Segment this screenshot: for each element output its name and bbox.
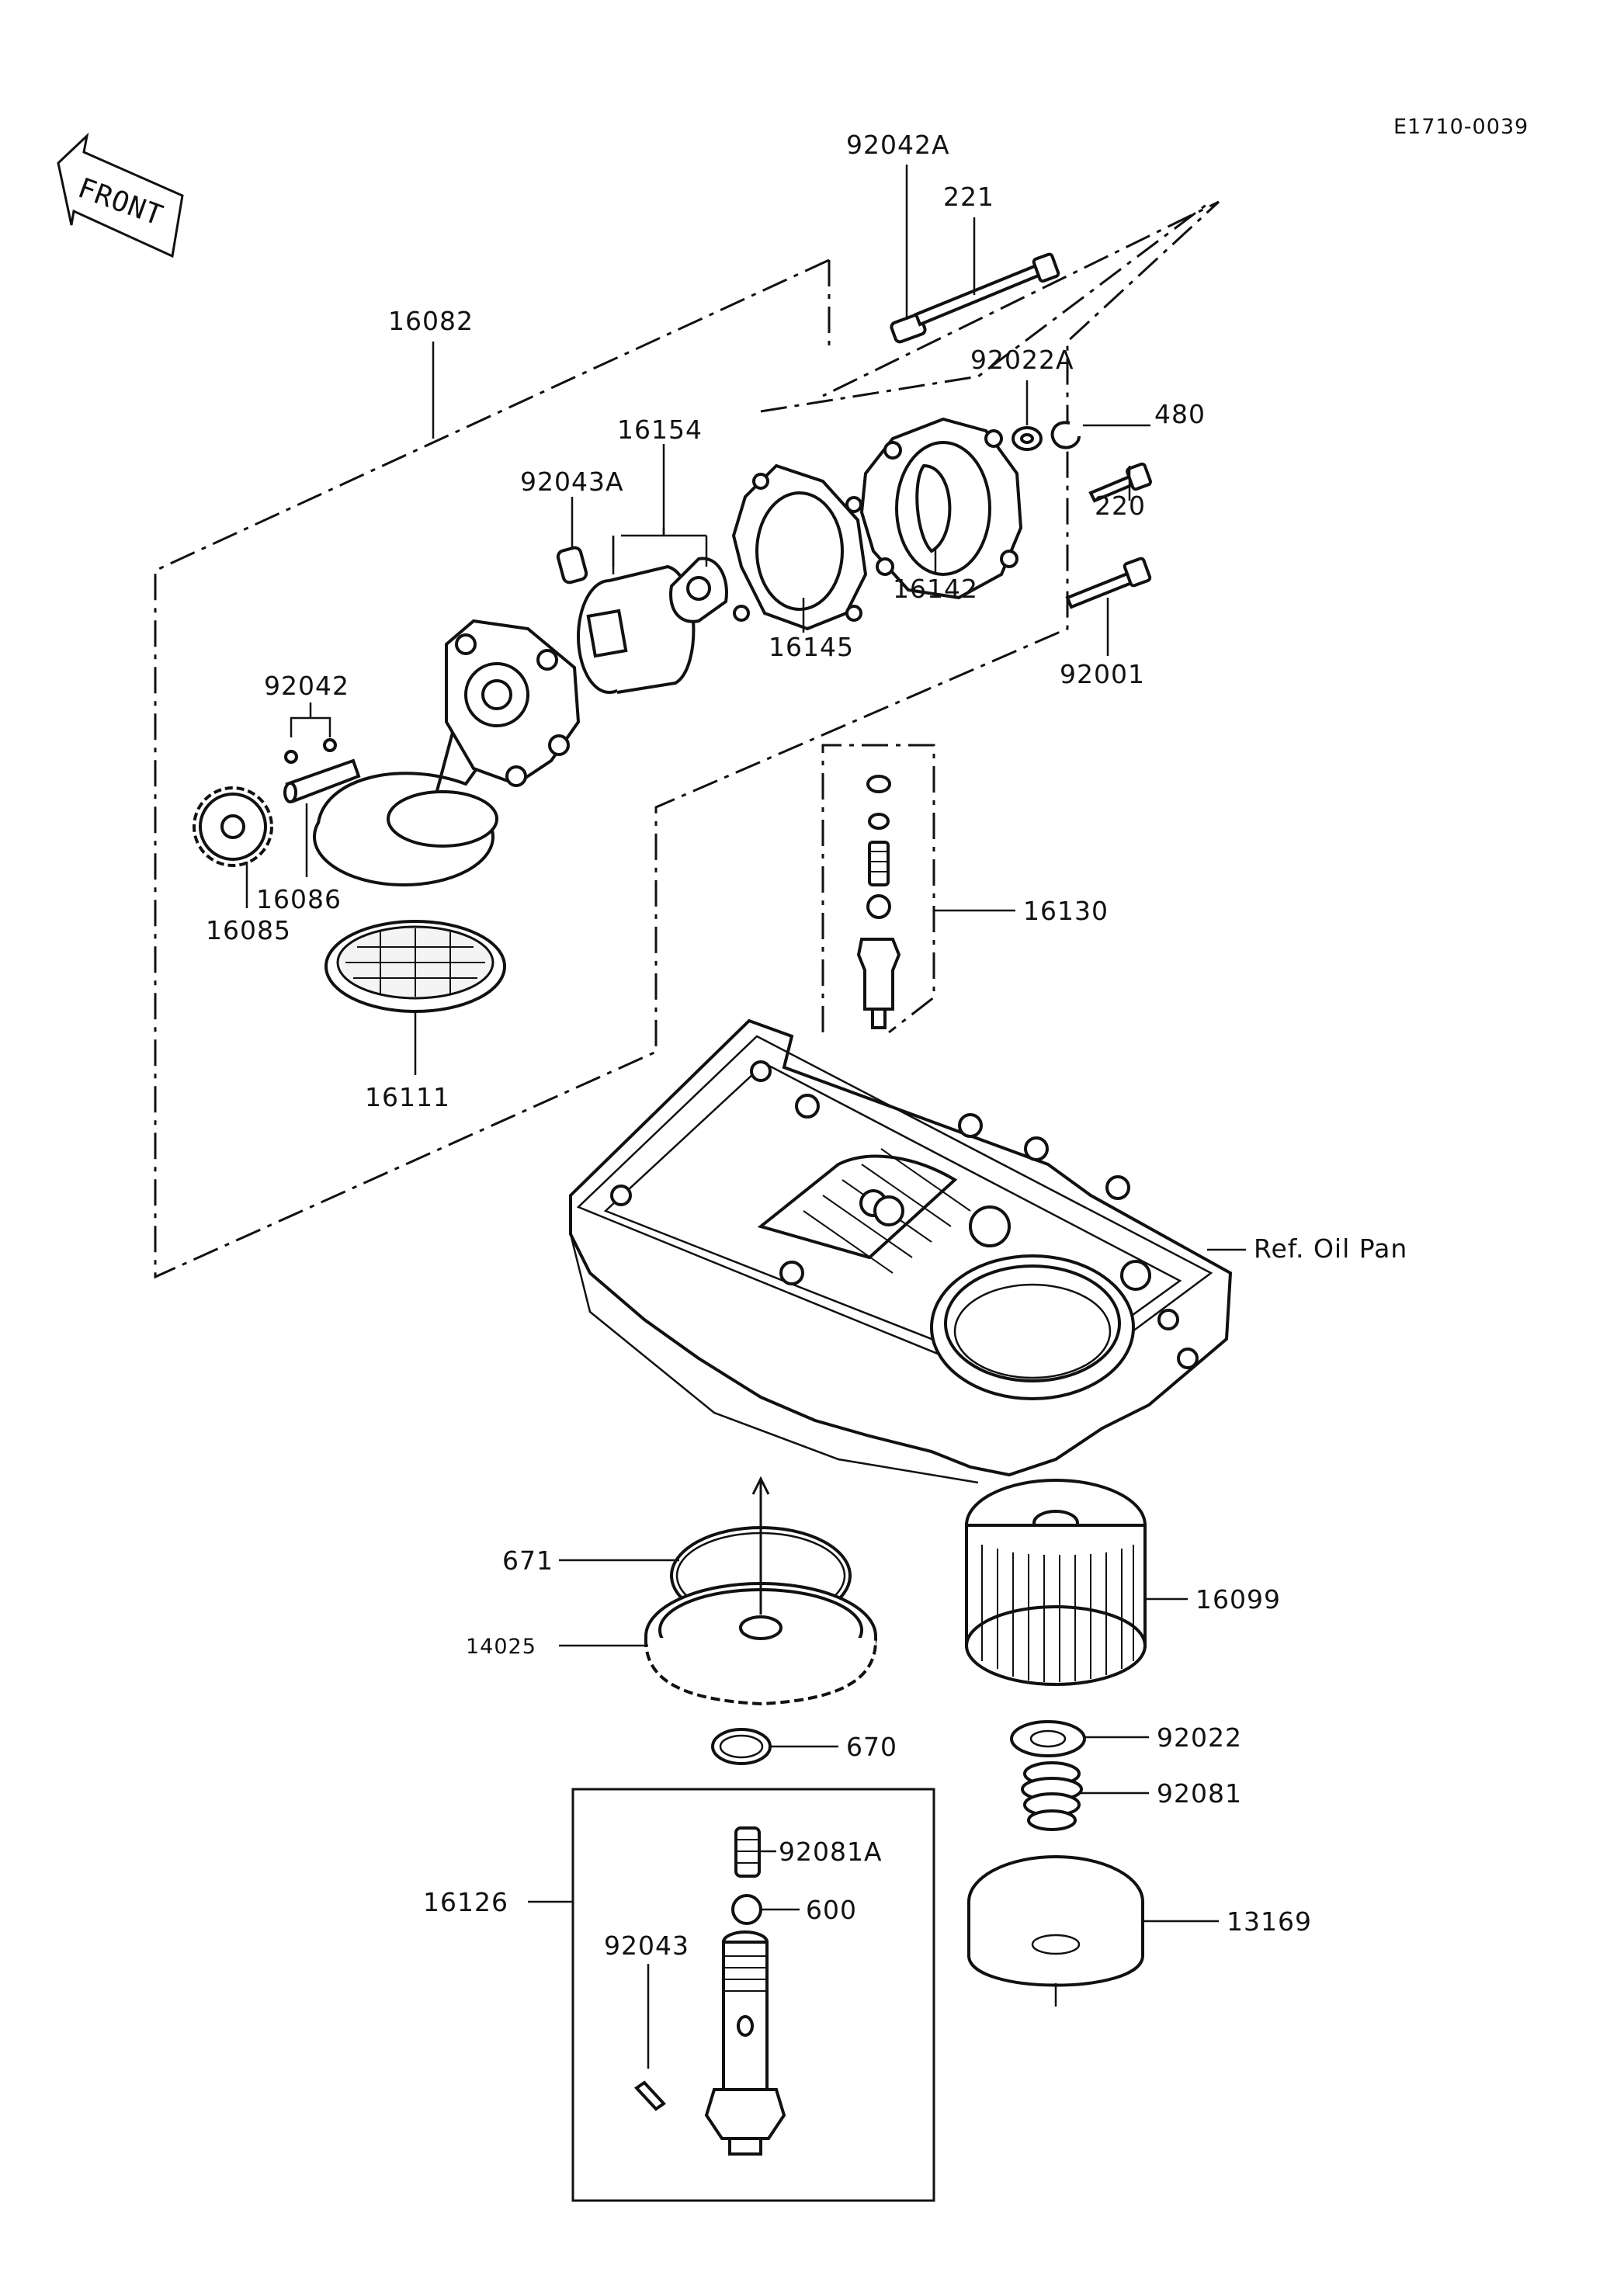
label-671: 671 bbox=[502, 1545, 553, 1576]
diagram-code: E1710-0039 bbox=[1393, 115, 1529, 139]
pin-92042 bbox=[284, 738, 337, 764]
label-16085: 16085 bbox=[206, 915, 291, 945]
label-480: 480 bbox=[1154, 399, 1206, 429]
front-label: FRONT bbox=[74, 172, 168, 232]
filter-mount-14025 bbox=[644, 1476, 878, 1706]
label-16099: 16099 bbox=[1195, 1584, 1281, 1615]
oil-pan bbox=[569, 1018, 1233, 1484]
rotor-16154-inner bbox=[669, 557, 728, 623]
label-16111: 16111 bbox=[365, 1082, 450, 1112]
part-labels: 92042A 221 16082 92022A 480 16154 92043A… bbox=[206, 130, 1407, 1961]
label-16145: 16145 bbox=[769, 632, 854, 662]
label-92043: 92043 bbox=[604, 1930, 689, 1961]
sprocket-16085 bbox=[193, 786, 273, 867]
label-670: 670 bbox=[846, 1732, 897, 1762]
label-16086: 16086 bbox=[256, 884, 342, 914]
shaft-16086 bbox=[283, 758, 361, 803]
label-oil-pan: Ref. Oil Pan bbox=[1254, 1233, 1407, 1264]
washer-92022A bbox=[1012, 426, 1043, 451]
assembly-16082-outline bbox=[154, 200, 1220, 1279]
label-92042: 92042 bbox=[264, 671, 349, 701]
label-221: 221 bbox=[943, 182, 994, 212]
label-92081A: 92081A bbox=[779, 1837, 883, 1867]
ball-600 bbox=[731, 1894, 762, 1925]
filter-cover-13169 bbox=[967, 1855, 1144, 2007]
spring-92081 bbox=[1021, 1761, 1083, 1831]
washer-92022 bbox=[1010, 1720, 1086, 1757]
label-16142: 16142 bbox=[893, 574, 978, 604]
label-600: 600 bbox=[806, 1895, 857, 1925]
bolt-221 bbox=[914, 252, 1060, 327]
relief-valve-outline bbox=[821, 744, 935, 1034]
bolt-220 bbox=[1088, 462, 1152, 503]
label-92022A: 92022A bbox=[970, 345, 1074, 375]
pin-92043 bbox=[633, 2080, 667, 2111]
strainer-16111 bbox=[324, 920, 506, 1013]
relief-valve-16130 bbox=[856, 775, 901, 1029]
bypass-valve-body bbox=[704, 1930, 786, 2156]
bypass-valve-box bbox=[571, 1788, 935, 2202]
circlip-480 bbox=[1050, 421, 1081, 449]
label-14025: 14025 bbox=[466, 1635, 536, 1659]
label-13169: 13169 bbox=[1227, 1906, 1312, 1937]
label-92042A: 92042A bbox=[846, 130, 950, 160]
o-ring-670 bbox=[711, 1728, 772, 1765]
pin-92043A bbox=[556, 546, 588, 584]
label-220: 220 bbox=[1095, 491, 1146, 521]
spring-92081A bbox=[734, 1826, 761, 1878]
cover-16142 bbox=[859, 417, 1023, 600]
front-arrow-icon: FRONT bbox=[57, 132, 184, 258]
gasket-16145 bbox=[731, 463, 868, 631]
label-16154: 16154 bbox=[617, 415, 703, 445]
label-92043A: 92043A bbox=[520, 467, 624, 497]
oil-filter-16099 bbox=[965, 1479, 1147, 1686]
leader-lines bbox=[245, 165, 1246, 2069]
label-92022: 92022 bbox=[1157, 1722, 1242, 1753]
label-16082: 16082 bbox=[388, 306, 474, 336]
pump-body bbox=[313, 619, 581, 886]
bolt-92001 bbox=[1065, 557, 1152, 609]
label-16126: 16126 bbox=[423, 1887, 508, 1917]
label-92081: 92081 bbox=[1157, 1778, 1242, 1809]
label-16130: 16130 bbox=[1023, 896, 1109, 926]
label-92001: 92001 bbox=[1060, 659, 1145, 689]
cover-subassembly-outline bbox=[760, 203, 1208, 413]
